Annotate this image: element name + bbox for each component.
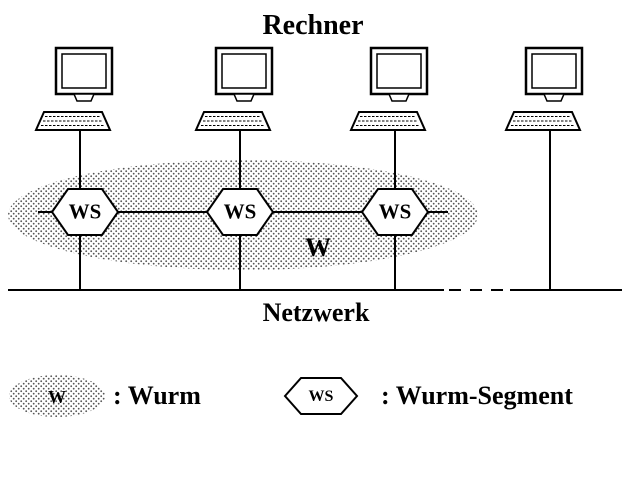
computer-icon-2 [194,46,274,131]
worm-label: W [305,233,331,262]
legend-segment-hexagon [283,377,359,415]
computer-icon-1 [34,46,114,131]
worm-segment-hexagon-2 [205,188,275,236]
computer-icon-4 [504,46,584,131]
worm-segment-label-3: WS [378,199,412,224]
worm-segment-hexagon-1 [50,188,120,236]
legend-worm-symbol-label: W [48,387,66,407]
computer-icon-3 [349,46,429,131]
network-label: Netzwerk [262,298,370,327]
legend-segment-text: : Wurm-Segment [381,381,573,410]
worm-segment-label-1: WS [68,199,102,224]
title-rechner: Rechner [262,10,364,41]
legend-segment-symbol-label: WS [308,388,334,405]
worm-segment-label-2: WS [223,199,257,224]
legend-worm-text: : Wurm [113,381,201,410]
legend-worm-ellipse [9,375,105,417]
worm-segment-hexagon-3 [360,188,430,236]
